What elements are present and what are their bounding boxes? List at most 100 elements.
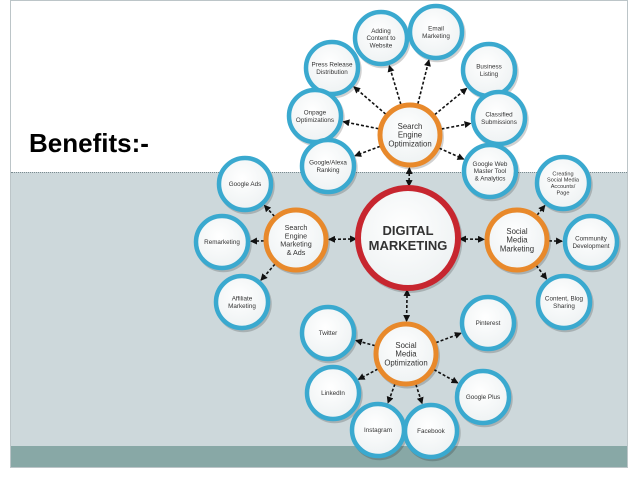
leaf-node: Instagram xyxy=(349,401,408,461)
connector-smo-leaf-15 xyxy=(435,332,462,344)
node-label-line: Optimizations xyxy=(296,117,334,124)
node-label-line: & Ads xyxy=(287,248,306,257)
node-label-line: Distribution xyxy=(316,69,348,76)
node-label-line: Onpage xyxy=(304,110,327,117)
node-circle xyxy=(355,185,461,291)
node-circle xyxy=(470,89,528,147)
connector-seo-leaf-2 xyxy=(353,86,387,115)
node-label-line: Google Ads xyxy=(229,181,262,188)
node-label-line: Twitter xyxy=(319,330,338,337)
node-label-line: Marketing xyxy=(422,33,450,40)
node-circle xyxy=(484,207,550,273)
node-label-line: Sharing xyxy=(553,303,575,310)
node-circle xyxy=(299,137,357,195)
node-label-line: Listing xyxy=(480,71,499,78)
node-circle xyxy=(213,273,271,331)
node-label-line: Social Media xyxy=(547,178,580,184)
node-label-line: Submissions xyxy=(481,119,517,126)
leaf-node: Pinterest xyxy=(459,294,518,354)
connector-sem-leaf-10 xyxy=(260,263,276,281)
leaf-node: LinkedIn xyxy=(304,364,363,424)
node-circle xyxy=(216,155,274,213)
node-label-line: & Analytics xyxy=(475,175,506,182)
node-circle xyxy=(461,142,519,200)
node-label-line: Media xyxy=(506,236,528,245)
connector-center-smo xyxy=(403,288,411,323)
node-label-line: Remarketing xyxy=(204,239,240,246)
connector-seo-leaf-5 xyxy=(441,121,472,130)
node-label-line: Affiliate xyxy=(232,296,253,303)
leaf-node: Twitter xyxy=(299,304,358,364)
node-label-line: Press Release xyxy=(312,62,353,69)
connector-layer xyxy=(249,59,564,405)
node-circle xyxy=(373,321,439,387)
slide-title: Benefits:- xyxy=(29,128,149,158)
connector-smo-leaf-18 xyxy=(386,383,396,404)
node-label-line: Community xyxy=(575,236,608,243)
node-label-line: Development xyxy=(572,243,609,250)
node-circle xyxy=(263,207,329,273)
node-label-line: LinkedIn xyxy=(321,390,345,397)
node-circle xyxy=(377,102,443,168)
node-label-line: Optimization xyxy=(384,359,427,368)
connector-smm-leaf-11 xyxy=(536,204,546,216)
node-label-line: Accounts/ xyxy=(551,184,576,190)
connector-smo-leaf-19 xyxy=(415,384,424,405)
connector-seo-leaf-1 xyxy=(417,59,431,105)
node-label-line: Page xyxy=(556,191,569,197)
connector-sem-leaf-8 xyxy=(263,204,276,217)
node-label-line: Facebook xyxy=(417,428,446,435)
node-label-line: Marketing xyxy=(280,240,312,249)
connector-seo-leaf-0 xyxy=(387,64,402,105)
footer-band xyxy=(11,446,627,467)
node-circle xyxy=(454,368,512,426)
node-label-line: DIGITAL xyxy=(382,223,433,238)
node-circle xyxy=(459,294,517,352)
node-label-line: Email xyxy=(428,26,444,33)
connector-seo-leaf-4 xyxy=(342,119,379,130)
node-label-line: Creating xyxy=(552,171,573,177)
connector-smo-leaf-14 xyxy=(355,338,376,347)
node-label-line: Marketing xyxy=(500,245,534,254)
node-label-line: Google Web xyxy=(473,161,508,168)
node-label-line: Google Plus xyxy=(466,394,500,401)
node-label-line: Ranking xyxy=(316,167,340,174)
node-circle xyxy=(535,273,593,331)
node-circle xyxy=(402,402,460,460)
node-circle xyxy=(562,213,620,271)
node-label-line: Engine xyxy=(285,231,307,240)
node-label-line: Optimization xyxy=(388,140,431,149)
node-label-line: Social xyxy=(395,341,417,350)
connector-smo-leaf-16 xyxy=(357,368,379,381)
connector-seo-leaf-6 xyxy=(354,145,381,157)
node-label-line: Master Tool xyxy=(474,168,506,175)
node-label-line: Content to xyxy=(366,35,396,42)
node-label-line: MARKETING xyxy=(369,238,448,253)
node-circle xyxy=(534,154,592,212)
node-label-line: Classified xyxy=(485,112,513,119)
node-label-line: Content, Blog xyxy=(545,296,584,303)
node-label-line: Search xyxy=(285,223,308,232)
node-label-line: Engine xyxy=(398,131,422,140)
leaf-node: Google Ads xyxy=(216,155,275,215)
connector-seo-leaf-7 xyxy=(438,147,465,160)
node-label-line: Google/Alexa xyxy=(309,160,347,167)
